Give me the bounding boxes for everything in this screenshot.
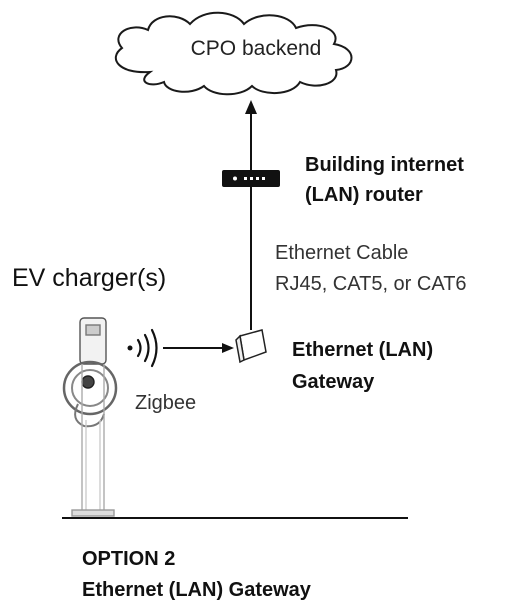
gateway-label-line2: Gateway [292, 371, 375, 393]
router-label-line2: (LAN) router [305, 184, 423, 206]
cloud-label: CPO backend [190, 37, 322, 60]
router-label-line1: Building internet [305, 154, 464, 176]
router-icon [222, 170, 280, 187]
option-title-line2: Ethernet (LAN) Gateway [82, 579, 311, 601]
zigbee-arrow [163, 343, 234, 353]
option-title: OPTION 2 Ethernet (LAN) Gateway [82, 544, 311, 606]
charger-label: EV charger(s) [12, 264, 167, 292]
ev-charger-icon [62, 317, 118, 517]
cable-label-line1: Ethernet Cable [275, 242, 409, 264]
zigbee-label: Zigbee [135, 392, 197, 414]
gateway-icon [235, 329, 267, 364]
gateway-label: Ethernet (LAN) Gateway [292, 334, 433, 398]
cloud-icon [114, 11, 353, 96]
router-label: Building internet (LAN) router [305, 150, 464, 210]
cable-label-line2: RJ45, CAT5, or CAT6 [275, 273, 467, 295]
option-title-line1: OPTION 2 [82, 548, 176, 570]
gateway-label-line1: Ethernet (LAN) [292, 339, 434, 361]
cable-label: Ethernet Cable RJ45, CAT5, or CAT6 [275, 238, 467, 300]
ethernet-cable-line [245, 100, 257, 330]
wireless-signal-icon [127, 328, 158, 368]
